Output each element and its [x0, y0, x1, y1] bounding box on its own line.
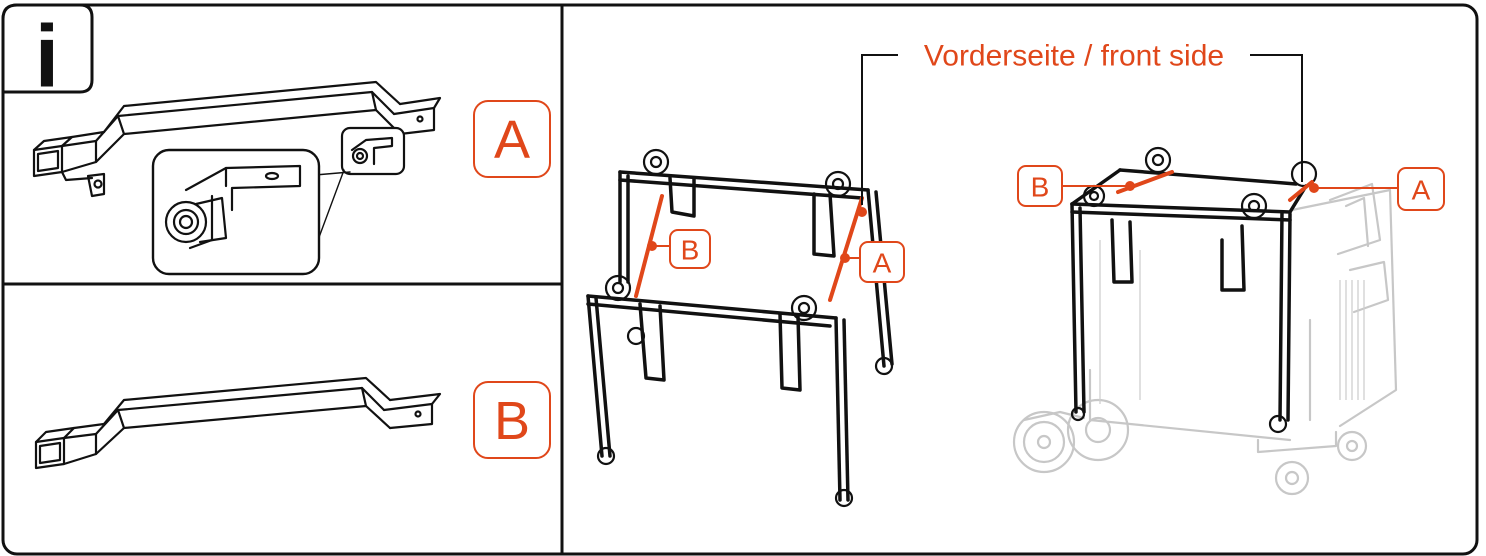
callout-a-large: A: [473, 100, 551, 178]
callout-a-exploded-text: A: [873, 248, 892, 279]
handle-part-a-drawing: [32, 80, 442, 276]
handle-a-highlight: [828, 196, 864, 302]
info-icon: i: [35, 7, 59, 106]
handle-part-b-drawing: [34, 376, 442, 470]
callout-b-large-text: B: [494, 391, 530, 451]
callout-b-assembled: B: [1017, 165, 1128, 207]
front-side-indicator: Vorderseite / front side: [861, 40, 1303, 205]
info-badge: i: [1, 3, 94, 106]
callout-a-exploded: A: [859, 241, 905, 283]
assembled-trolley-drawing: [1012, 146, 1398, 496]
callout-a-assembled-text: A: [1412, 175, 1431, 206]
handle-a-highlight-assembled: [1288, 180, 1314, 202]
callout-b-assembled-text: B: [1031, 172, 1050, 203]
callout-b-large: B: [473, 381, 551, 459]
callout-b-exploded: B: [669, 229, 711, 269]
outer-frame: [1, 3, 1479, 556]
bracket-detail-inset: [151, 148, 321, 276]
callout-b-exploded-text: B: [681, 235, 700, 266]
exploded-frame-drawing: [586, 148, 894, 508]
callout-a-large-text: A: [494, 110, 530, 170]
callout-a-assembled: A: [1316, 167, 1445, 211]
front-side-label: Vorderseite / front side: [924, 40, 1224, 73]
